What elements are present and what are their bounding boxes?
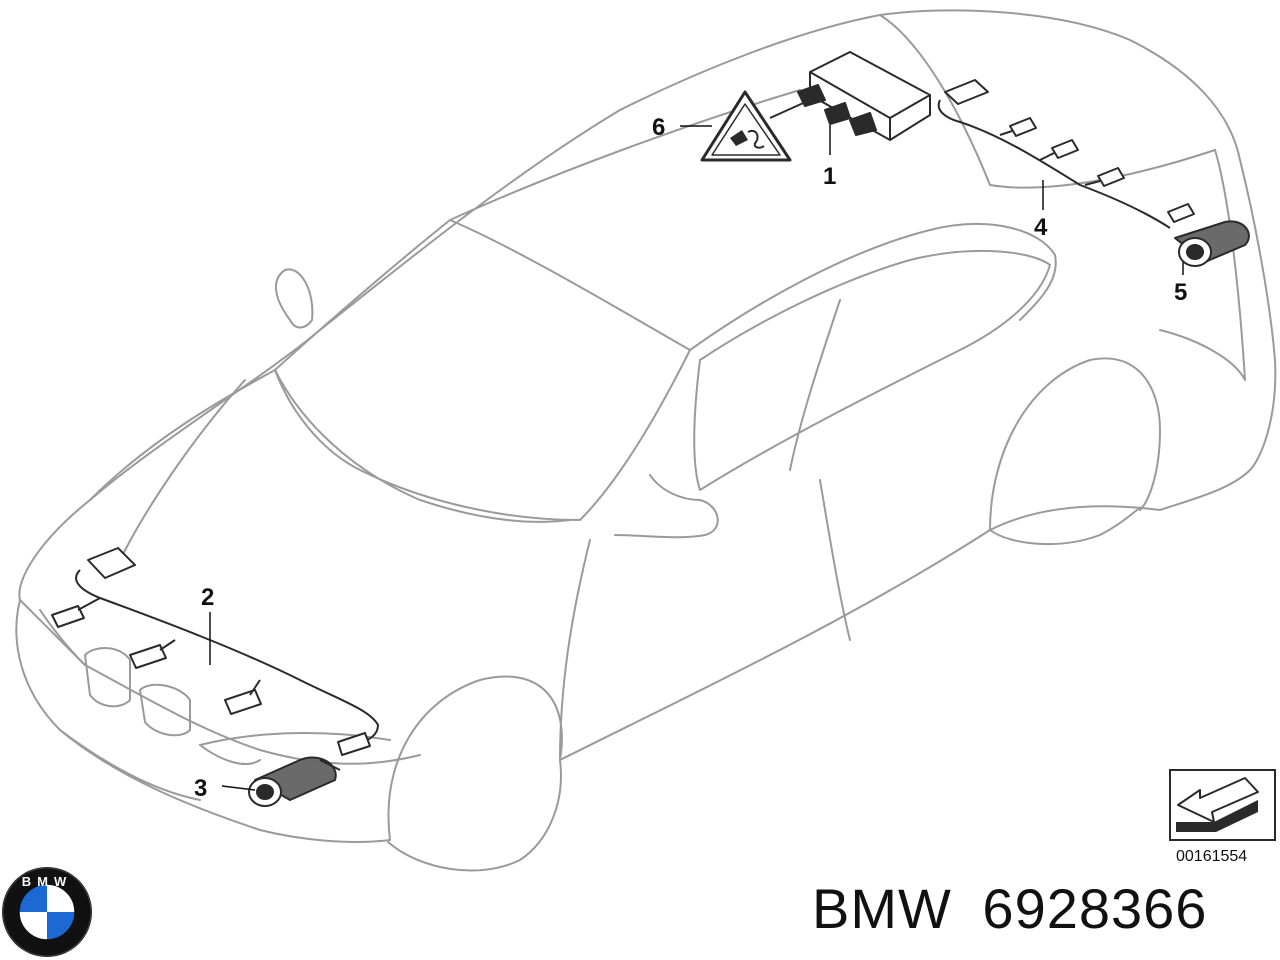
callout-5: 5 (1174, 279, 1187, 306)
callout-4: 4 (1034, 214, 1048, 241)
front-parking-sensor (248, 756, 341, 807)
control-unit (769, 51, 931, 141)
callout-3: 3 (194, 775, 207, 802)
front-wiring-harness (51, 547, 379, 756)
callout-6: 6 (652, 114, 665, 141)
bmw-logo: BMW (2, 867, 92, 957)
rear-parking-sensor (1174, 220, 1250, 267)
part-number: 6928366 (982, 877, 1208, 940)
warning-triangle-icon (700, 90, 792, 162)
svg-text:BMW: BMW (22, 874, 73, 889)
brand-name: BMW (812, 877, 952, 940)
part-title: BMW 6928366 (812, 876, 1272, 948)
diagram-code: 00161554 (1176, 848, 1247, 865)
car-outline (15, 9, 1277, 872)
callout-2: 2 (201, 584, 214, 611)
orientation-arrow-icon (1169, 769, 1276, 841)
leader-lines (209, 125, 1184, 791)
callout-1: 1 (823, 163, 836, 190)
rear-wiring-harness (937, 79, 1195, 229)
